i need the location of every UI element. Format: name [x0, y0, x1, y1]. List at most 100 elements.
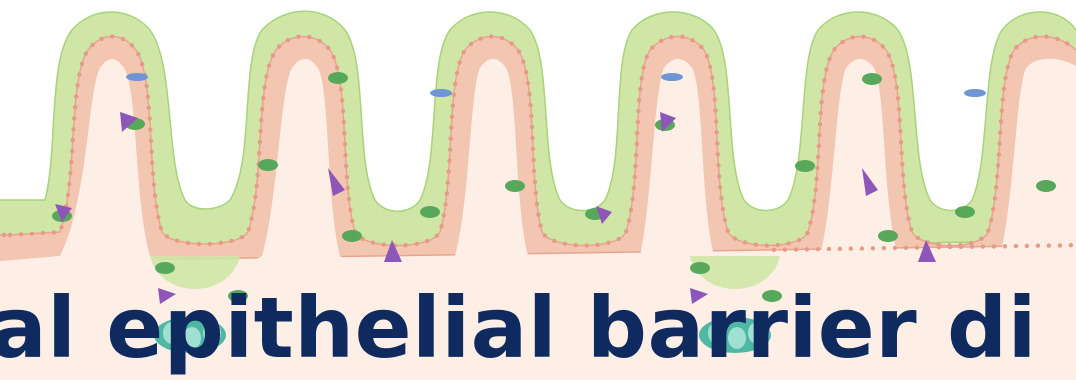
nucleus-dot	[817, 144, 821, 148]
nucleus-dot	[524, 70, 528, 74]
nucleus-dot	[595, 243, 599, 247]
nucleus-dot	[916, 236, 920, 240]
nucleus-dot	[350, 219, 354, 223]
nucleus-dot	[257, 151, 261, 155]
nucleus-dot	[904, 246, 908, 250]
nucleus-dot	[148, 117, 152, 121]
nucleus-dot	[699, 45, 703, 49]
nucleus-dot	[896, 96, 900, 100]
nucleus-dot	[530, 125, 534, 129]
nucleus-dot	[989, 218, 993, 222]
nucleus-dot	[75, 83, 79, 87]
nucleus-dot	[585, 243, 589, 247]
nucleus-dot	[905, 206, 909, 210]
nucleus-dot	[713, 108, 717, 112]
nucleus-dot	[442, 213, 446, 217]
nucleus-dot	[259, 118, 263, 122]
nucleus-dot	[52, 230, 56, 234]
nucleus-dot	[346, 186, 350, 190]
nucleus-dot	[165, 234, 169, 238]
nucleus-dot	[813, 188, 817, 192]
nucleus-dot	[969, 241, 973, 245]
nucleus-dot	[156, 215, 160, 219]
nucleus-dot	[552, 239, 556, 243]
nucleus-dot	[255, 173, 259, 177]
nucleus-dot	[149, 150, 153, 154]
nucleus-dot	[1009, 54, 1013, 58]
nucleus-dot	[509, 41, 513, 45]
nucleus-dot	[1065, 41, 1069, 45]
nucleus-dot	[531, 158, 535, 162]
nucleus-dot	[264, 74, 268, 78]
nucleus-dot	[529, 114, 533, 118]
nucleus-dot	[638, 87, 642, 91]
nucleus-dot	[816, 155, 820, 159]
nucleus-dot	[332, 55, 336, 59]
nucleus-dot	[286, 38, 290, 42]
nucleus-dot	[415, 242, 419, 246]
nucleus-dot	[531, 147, 535, 151]
nucleus-dot	[439, 224, 443, 228]
nucleus-dot	[252, 206, 256, 210]
nucleus-dot	[574, 243, 578, 247]
nucleus-dot	[70, 149, 74, 153]
nucleus-dot	[219, 241, 223, 245]
nucleus-dot	[73, 105, 77, 109]
nucleus-dot	[713, 97, 717, 101]
nucleus-dot	[110, 34, 114, 38]
nucleus-dot	[1014, 45, 1018, 49]
nucleus-dot	[617, 237, 621, 241]
nucleus-dot	[2, 233, 6, 237]
nucleus-dot	[1058, 243, 1062, 247]
nucleus-dot	[489, 34, 493, 38]
nucleus-dot	[754, 243, 758, 247]
nucleus-dot	[642, 65, 646, 69]
nucleus-dot	[712, 86, 716, 90]
nucleus-dot	[819, 111, 823, 115]
nucleus-dot	[1002, 87, 1006, 91]
nucleus-dot	[1003, 244, 1007, 248]
nucleus-dot	[449, 137, 453, 141]
nucleus-dot	[690, 38, 694, 42]
nucleus-dot	[717, 174, 721, 178]
nucleus-dot	[404, 243, 408, 247]
nucleus-dot	[898, 118, 902, 122]
nucleus-dot	[776, 243, 780, 247]
nucleus-dot	[267, 64, 271, 68]
nucleus-dot	[446, 180, 450, 184]
nucleus-dot	[633, 164, 637, 168]
nucleus-dot	[721, 207, 725, 211]
nucleus-dot	[249, 216, 253, 220]
nucleus-dot	[635, 131, 639, 135]
nucleus-dot	[258, 129, 262, 133]
nucleus-dot	[645, 55, 649, 59]
nucleus-dot	[861, 35, 865, 39]
nucleus-dot	[632, 186, 636, 190]
nucleus-dot	[121, 37, 125, 41]
nucleus-dot	[710, 75, 714, 79]
nucleus-dot	[832, 47, 836, 51]
nucleus-dot	[805, 247, 809, 251]
nucleus-dot	[8, 233, 12, 237]
nucleus-dot	[71, 127, 75, 131]
nucleus-dot	[146, 95, 150, 99]
nucleus-dot	[743, 240, 747, 244]
nucleus-dot	[341, 109, 345, 113]
nucleus-dot	[68, 171, 72, 175]
nucleus-dot	[159, 226, 163, 230]
nucleus-dot	[66, 193, 70, 197]
nucleus-dot	[469, 42, 473, 46]
nucleus-dot	[872, 38, 876, 42]
nucleus-dot	[277, 44, 281, 48]
nucleus-dot	[90, 43, 94, 47]
nucleus-dot	[151, 171, 155, 175]
nucleus-dot	[998, 130, 1002, 134]
nucleus-dot	[637, 98, 641, 102]
nucleus-dot	[716, 152, 720, 156]
nucleus-dot	[532, 169, 536, 173]
nucleus-dot	[153, 193, 157, 197]
nucleus-dot	[74, 94, 78, 98]
nucleus-dot	[344, 164, 348, 168]
nucleus-dot	[240, 235, 244, 239]
nucleus-dot	[783, 248, 787, 252]
